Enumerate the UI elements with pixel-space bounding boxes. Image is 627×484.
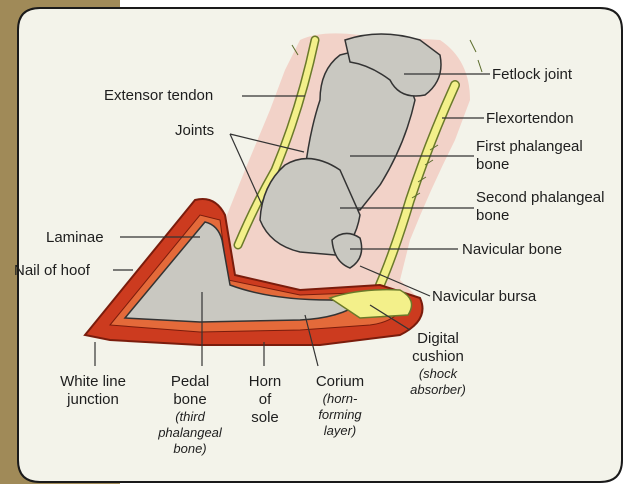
label-corium-note2: forming: [305, 407, 375, 423]
label-pedal-bone-note3: bone): [150, 441, 230, 457]
label-pedal-bone: Pedal bone (third phalangeal bone): [150, 373, 230, 457]
label-corium: Corium (horn- forming layer): [305, 373, 375, 439]
label-pedal-bone-note1: (third: [150, 409, 230, 425]
label-navicular-bone: Navicular bone: [462, 241, 562, 259]
label-flexor-tendon: Flexortendon: [486, 110, 574, 128]
label-digital-cushion: Digital cushion (shock absorber): [403, 330, 473, 398]
label-second-phalangeal: Second phalangeal bone: [476, 189, 604, 225]
label-horn-of-sole-line2: of: [240, 391, 290, 409]
label-white-line: White line junction: [48, 373, 138, 409]
label-second-phalangeal-line1: Second phalangeal: [476, 189, 604, 207]
label-pedal-bone-line2: bone: [150, 391, 230, 409]
label-joints: Joints: [175, 122, 214, 140]
label-corium-note3: layer): [305, 423, 375, 439]
label-white-line-line1: White line: [48, 373, 138, 391]
label-nail-of-hoof: Nail of hoof: [14, 262, 90, 280]
label-white-line-line2: junction: [48, 391, 138, 409]
label-first-phalangeal-line2: bone: [476, 156, 583, 174]
label-laminae: Laminae: [46, 229, 104, 247]
label-fetlock-joint: Fetlock joint: [492, 66, 572, 84]
label-extensor-tendon: Extensor tendon: [104, 87, 213, 105]
label-digital-cushion-note1: (shock: [403, 366, 473, 382]
label-pedal-bone-note2: phalangeal: [150, 425, 230, 441]
label-second-phalangeal-line2: bone: [476, 207, 604, 225]
label-horn-of-sole-line1: Horn: [240, 373, 290, 391]
label-horn-of-sole: Horn of sole: [240, 373, 290, 427]
label-navicular-bursa: Navicular bursa: [432, 288, 536, 306]
label-digital-cushion-line1: Digital: [403, 330, 473, 348]
label-corium-line1: Corium: [305, 373, 375, 391]
label-first-phalangeal-line1: First phalangeal: [476, 138, 583, 156]
label-first-phalangeal: First phalangeal bone: [476, 138, 583, 174]
label-digital-cushion-note2: absorber): [403, 382, 473, 398]
label-horn-of-sole-line3: sole: [240, 409, 290, 427]
label-pedal-bone-line1: Pedal: [150, 373, 230, 391]
label-corium-note1: (horn-: [305, 391, 375, 407]
label-digital-cushion-line2: cushion: [403, 348, 473, 366]
